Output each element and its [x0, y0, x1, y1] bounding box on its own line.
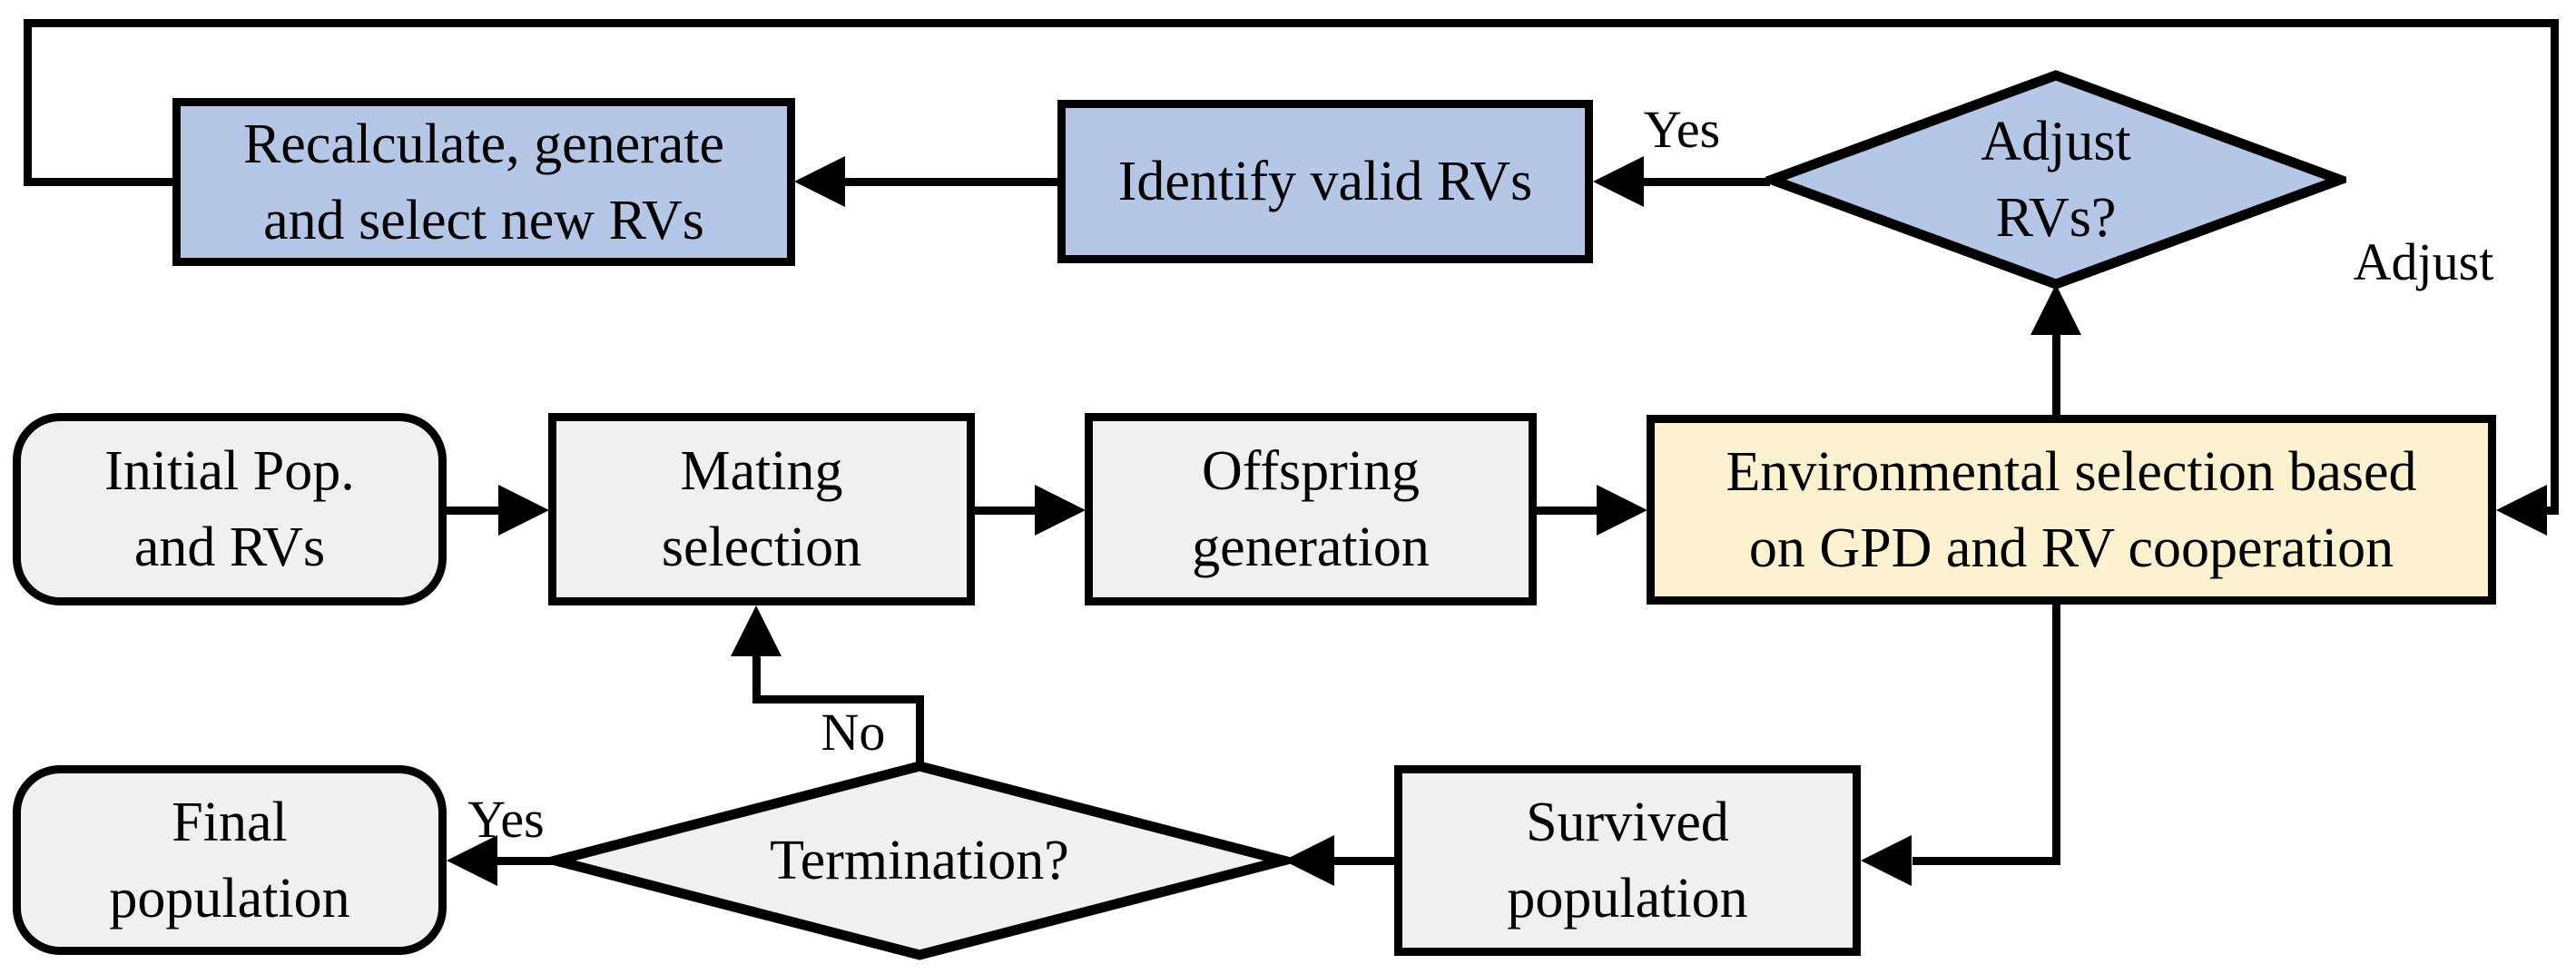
arrowhead-into-identify — [1593, 156, 1644, 207]
environmental-selection-label-line1: Environmental selection based — [1726, 440, 2417, 503]
survived-population-label-line1: Survived — [1526, 792, 1729, 853]
edge-top-loop-right-vertical — [2551, 19, 2559, 515]
initial-pop-label-line1: Initial Pop. — [104, 440, 355, 502]
recalculate-label-line1: Recalculate, generate — [242, 113, 725, 175]
edge-label-yes-adjust: Yes — [1643, 100, 1721, 159]
initial-pop-box: Initial Pop. and RVs — [13, 413, 447, 605]
arrowhead-into-recalculate — [794, 156, 845, 207]
arrowhead-into-termination — [1283, 835, 1334, 886]
mating-selection-label-line1: Mating — [680, 440, 843, 502]
edge-no-loop-upper-vertical — [752, 652, 761, 703]
edge-no-loop-lower-vertical — [916, 703, 924, 766]
adjust-rvs-diamond-polygon — [1765, 70, 2346, 290]
recalculate-box: Recalculate, generate and select new RVs — [172, 98, 795, 266]
arrowhead-into-environmental-left — [1597, 485, 1647, 536]
edge-termination-yes-to-final — [497, 857, 557, 865]
survived-population-label-line2: population — [1507, 868, 1748, 930]
environmental-selection-label-line2: on GPD and RV cooperation — [1748, 517, 2394, 579]
edge-offspring-to-environmental — [1536, 507, 1599, 515]
edge-top-loop-horizontal — [24, 19, 2559, 27]
final-population-label-line2: population — [109, 867, 350, 930]
final-population-box: Final population — [13, 765, 447, 955]
arrowhead-into-offspring — [1035, 485, 1086, 536]
termination-diamond-label: Termination? — [549, 760, 1290, 961]
mating-selection-box: Mating selection — [548, 413, 975, 605]
identify-valid-rvs-box: Identify valid RVs — [1057, 100, 1593, 263]
edge-survived-to-termination — [1334, 857, 1394, 865]
edge-adjust-yes-to-identify — [1639, 178, 1770, 186]
offspring-generation-label-line2: generation — [1192, 517, 1430, 578]
arrowhead-into-final — [447, 835, 497, 886]
edge-environmental-to-adjust — [2052, 327, 2060, 415]
edge-label-yes-termination: Yes — [467, 790, 545, 849]
adjust-rvs-diamond-label: Adjust RVs? — [1765, 69, 2346, 290]
mating-selection-label-line2: selection — [661, 517, 862, 578]
termination-diamond-polygon — [549, 761, 1290, 960]
edge-top-loop-left-vertical — [24, 19, 32, 186]
edge-label-no: No — [821, 703, 886, 762]
adjust-rvs-label-line2: RVs? — [1995, 187, 2117, 249]
edge-identify-to-recalculate — [840, 178, 1057, 186]
adjust-rvs-diamond-shape — [1765, 70, 2346, 290]
identify-valid-rvs-label: Identify valid RVs — [1117, 151, 1533, 212]
edge-environmental-down-horizontal — [1912, 857, 2060, 865]
initial-pop-label-line2: and RVs — [133, 517, 326, 578]
arrowhead-into-mating-bottom — [731, 605, 782, 656]
edge-mating-to-offspring — [975, 507, 1038, 515]
arrowhead-into-environmental-right — [2496, 485, 2547, 536]
recalculate-label-line2: and select new RVs — [263, 189, 704, 251]
survived-population-box: Survived population — [1394, 765, 1861, 956]
arrowhead-into-mating — [498, 485, 549, 536]
offspring-generation-box: Offspring generation — [1085, 413, 1537, 605]
termination-label: Termination? — [770, 830, 1069, 891]
arrowhead-into-survived — [1861, 835, 1912, 886]
final-population-label-line1: Final — [172, 791, 288, 853]
edge-no-loop-horizontal — [752, 695, 924, 703]
edge-environmental-down-vertical — [2052, 604, 2060, 864]
edge-recalculate-exit-line — [24, 178, 172, 186]
adjust-rvs-label-line1: Adjust — [1981, 111, 2131, 172]
environmental-selection-box: Environmental selection based on GPD and… — [1647, 415, 2496, 605]
edge-label-adjust: Adjust — [2353, 232, 2494, 291]
arrowhead-into-adjust-diamond — [2030, 284, 2081, 335]
offspring-generation-label-line1: Offspring — [1202, 440, 1420, 502]
edge-initial-to-mating — [447, 507, 503, 515]
termination-diamond-shape — [549, 761, 1290, 960]
